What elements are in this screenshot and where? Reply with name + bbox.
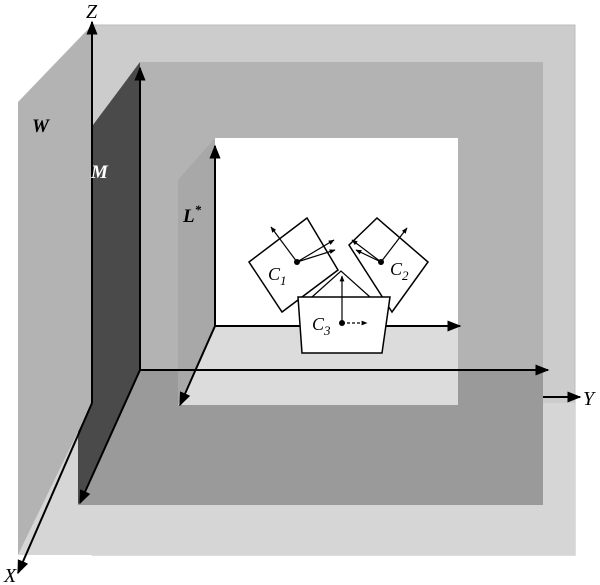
local-floor — [178, 326, 458, 405]
camera-c2-label: C2 — [390, 259, 409, 283]
camera-c1: C1 — [247, 216, 339, 314]
local-plane-label: L* — [182, 202, 202, 227]
x-axis-label: X — [3, 565, 17, 585]
world-x-axis — [17, 402, 93, 575]
local-x-axis — [179, 325, 216, 407]
middle-plane-label: M — [90, 162, 109, 183]
camera-c2: C2 — [348, 216, 430, 314]
world-plane-label: W — [32, 116, 50, 137]
camera-c3-label: C3 — [312, 314, 331, 338]
middle-x-axis — [79, 369, 141, 505]
local-side-plane — [178, 138, 215, 405]
world-side-plane — [18, 25, 92, 555]
camera-c1-label: C1 — [268, 264, 287, 288]
middle-side-plane — [78, 62, 140, 505]
z-axis-label: Z — [86, 1, 98, 23]
y-axis-label: Y — [583, 388, 596, 410]
camera-c3: C3 — [297, 270, 391, 354]
